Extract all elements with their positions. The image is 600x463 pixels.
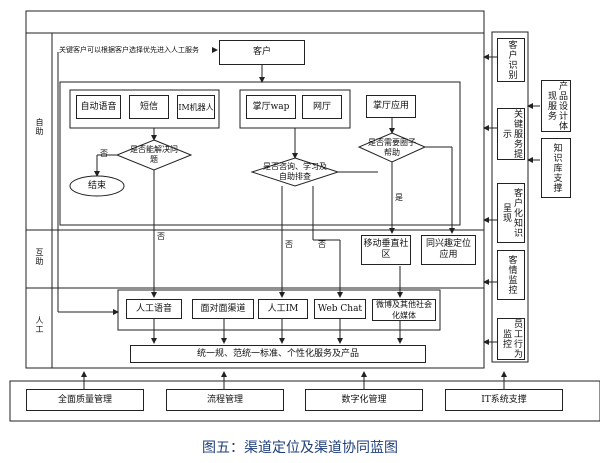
edge-no-label-1: 否: [100, 149, 108, 158]
edge-no-label-4: 否: [318, 240, 326, 249]
priority-note: 关键客户可以根据客户选择优先进入人工服务: [59, 46, 199, 54]
channel-mobile-app: 掌厅应用: [366, 95, 416, 118]
digital-management: 数字化管理: [305, 389, 423, 411]
figure-caption: 图五：渠道定位及渠道协同蓝图: [202, 440, 398, 456]
channel-web-hall: 网厅: [302, 95, 342, 119]
weibo-social-media: 微博及其他社会化媒体: [372, 299, 436, 321]
main-frame: [25, 32, 485, 369]
decision-shape-1: [115, 139, 193, 171]
customer-identification: 客户识别: [497, 38, 525, 82]
customer-box: 客户: [219, 40, 305, 65]
interest-location-app: 同兴趣定位应用: [421, 235, 476, 265]
manual-voice: 人工语音: [126, 299, 182, 319]
decision-shape-3: [357, 132, 427, 163]
customer-monitoring: 客情监控: [497, 250, 525, 300]
edge-no-label-2: 否: [157, 232, 165, 241]
decision-shape-2: [250, 157, 340, 187]
decision-2-label: 是否咨询、学习及自助排查: [263, 162, 327, 181]
edge-yes-label: 是: [395, 193, 403, 202]
zone-auto-label: 自助: [35, 118, 44, 136]
decision-1-label: 是否能解决问题: [130, 145, 178, 164]
key-service-hint: 关键服务提示: [497, 108, 525, 160]
end-node-shape: [69, 175, 125, 197]
it-system-support: IT系统支撑: [445, 389, 563, 411]
customized-knowledge: 客户化知识呈现: [497, 183, 525, 243]
channel-im-robot: IM机器人: [177, 95, 215, 119]
mobile-vertical-community: 移动垂直社区: [361, 235, 411, 265]
total-quality-management: 全面质量管理: [26, 389, 144, 411]
zone-manual-label: 人工: [35, 316, 44, 334]
channel-auto-voice: 自动语音: [76, 95, 121, 119]
top-bar-frame: [25, 10, 485, 34]
edge-no-label-3: 否: [285, 240, 293, 249]
manual-im: 人工IM: [258, 299, 308, 319]
web-chat: Web Chat: [314, 299, 366, 319]
channel-sms: 短信: [129, 95, 169, 119]
end-node-label: 结束: [87, 181, 106, 191]
staff-behavior-monitoring: 员工行为监控: [497, 318, 525, 360]
decision-3-label: 是否需要圈子帮助: [368, 138, 416, 157]
face-to-face: 面对面渠道: [192, 299, 254, 319]
process-management: 流程管理: [166, 389, 284, 411]
channel-mobile-wap: 掌厅wap: [246, 95, 296, 119]
product-design: 产品设计体现服务: [541, 80, 571, 132]
unified-standard-bar: 统一规、范统一标准、个性化服务及产品: [130, 345, 426, 363]
zone-interactive-label: 互助: [35, 248, 44, 266]
knowledge-base-support: 知识库支撑: [541, 138, 571, 198]
